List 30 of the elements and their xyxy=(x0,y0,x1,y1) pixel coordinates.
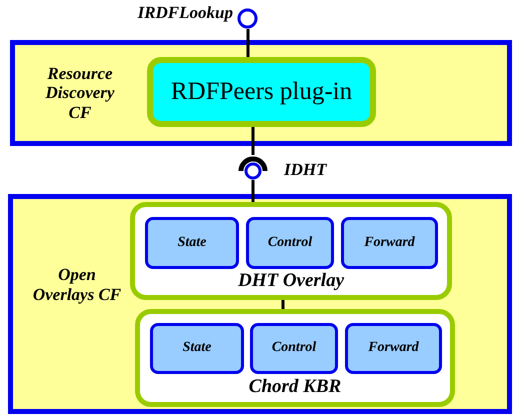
module-label: State xyxy=(178,234,206,252)
interface-label: IDHT xyxy=(284,160,326,180)
module-label: State xyxy=(182,340,212,357)
plugin-box xyxy=(147,57,376,127)
connector-line xyxy=(252,127,254,155)
ball-socket-icon xyxy=(236,155,270,180)
module-box xyxy=(246,217,334,269)
framework-box xyxy=(10,40,512,146)
module-box xyxy=(145,217,239,269)
connector-line xyxy=(282,300,284,309)
framework-label: Open Overlays CF xyxy=(32,265,122,305)
module-label: Forward xyxy=(368,340,419,357)
plugin-label: RDFPeers plug-in xyxy=(170,78,352,106)
module-label: Forward xyxy=(364,234,415,252)
framework-box xyxy=(8,194,512,414)
overlay-label: DHT Overlay xyxy=(238,270,344,292)
overlay-label: Chord KBR xyxy=(248,376,342,398)
framework-label: Resource Discovery CF xyxy=(44,64,116,122)
interface-label: IRDFLookup xyxy=(138,3,233,23)
connector-line xyxy=(252,180,254,202)
module-box xyxy=(341,217,438,269)
overlay-box xyxy=(135,309,455,407)
overlay-box xyxy=(130,202,452,300)
module-label: Control xyxy=(272,340,316,357)
module-label: Control xyxy=(268,234,312,252)
module-box xyxy=(345,323,442,374)
port-circle-icon xyxy=(237,8,258,29)
module-box xyxy=(150,323,244,374)
connector-line xyxy=(246,29,250,57)
module-box xyxy=(250,323,338,374)
